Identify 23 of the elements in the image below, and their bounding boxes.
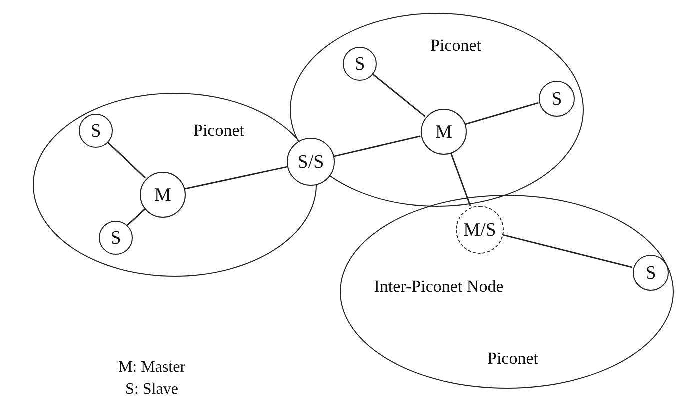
connector-line [502, 234, 633, 268]
connector-line [464, 102, 539, 126]
device-node: M [421, 109, 467, 155]
legend-note: M: Master [118, 359, 186, 377]
connector-line [184, 166, 288, 190]
connector-line [450, 152, 472, 207]
legend-note: S: Slave [126, 381, 178, 399]
device-node: S [343, 47, 377, 81]
node-caption: Inter-Piconet Node [374, 277, 504, 297]
piconet-title: Piconet [194, 121, 244, 141]
piconet-ellipse [340, 195, 674, 389]
device-node: S [99, 221, 133, 255]
device-node: M [140, 172, 186, 218]
piconet-title: Piconet [488, 349, 538, 369]
device-node: M/S [456, 206, 504, 254]
connector-line [127, 208, 146, 226]
device-node: S [539, 81, 575, 117]
connector-line [372, 73, 426, 118]
piconet-title: Piconet [430, 36, 482, 56]
connector-line [106, 141, 146, 179]
device-node: S [633, 255, 669, 291]
connector-line [334, 136, 421, 158]
device-node: S [79, 114, 113, 148]
